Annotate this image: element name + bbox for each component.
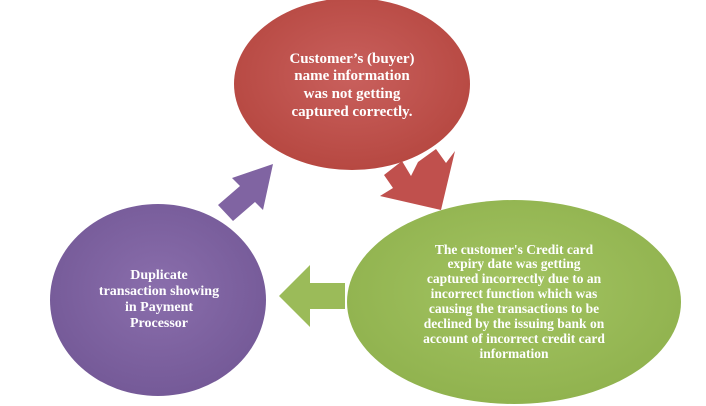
node-label-left: Duplicate transaction showing in Payment… bbox=[98, 267, 220, 332]
node-label-top: Customer’s (buyer) name information was … bbox=[289, 50, 415, 120]
node-label-right: The customer's Credit card expiry date w… bbox=[423, 241, 605, 361]
node-circle-right bbox=[347, 200, 681, 404]
node-circle-left bbox=[50, 204, 266, 396]
arrow-right-to-left bbox=[279, 265, 345, 327]
arrow-left-to-top bbox=[218, 164, 273, 221]
node-circle-top bbox=[234, 0, 470, 170]
arrow-top-to-right bbox=[380, 149, 455, 210]
